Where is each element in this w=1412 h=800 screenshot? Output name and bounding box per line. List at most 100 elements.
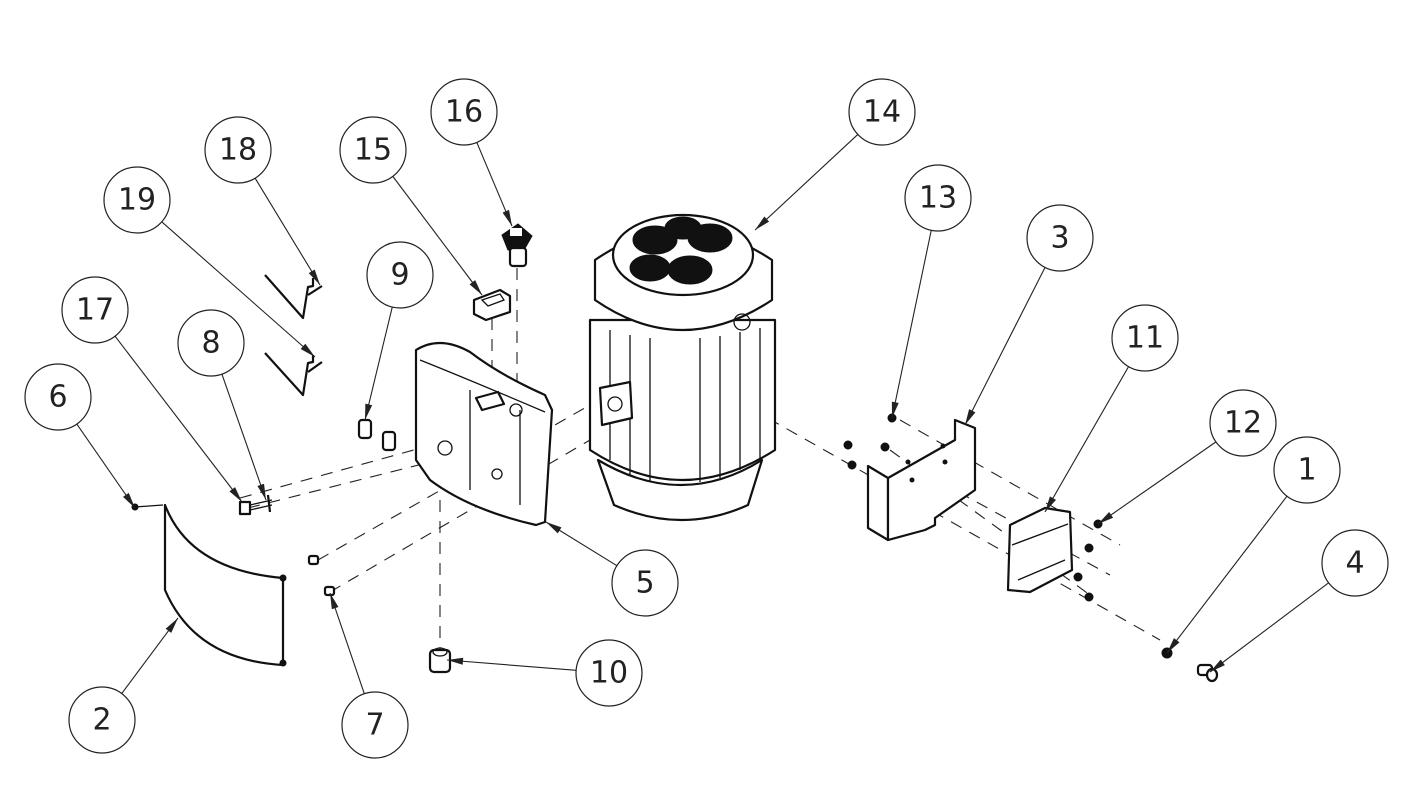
balloon-circle — [1321, 529, 1389, 597]
balloon-number: 19 — [118, 183, 156, 218]
leader-arrow-8 — [257, 483, 266, 500]
balloon-number: 14 — [863, 95, 901, 130]
leader-arrow-9 — [365, 403, 373, 420]
part-nuts — [1073, 519, 1103, 602]
part-terminal — [238, 494, 273, 516]
balloon-number: 12 — [1224, 406, 1262, 441]
balloon-circle — [430, 78, 498, 146]
balloon-circle — [103, 166, 171, 234]
balloon-13: 13 — [904, 164, 972, 232]
part-screws — [307, 554, 336, 597]
leader-line-13 — [891, 230, 932, 419]
balloon-number: 1 — [1297, 453, 1316, 488]
leader-line-9 — [364, 306, 393, 421]
balloon-15: 15 — [339, 116, 407, 184]
balloon-2: 2 — [68, 686, 136, 754]
balloon-number: 3 — [1050, 221, 1069, 256]
part-switch-enclosure — [414, 341, 554, 527]
part-bolt — [1196, 663, 1219, 683]
part-cover-plate — [163, 503, 287, 667]
leader-arrow-6 — [123, 492, 135, 508]
part-small-screw — [131, 503, 164, 511]
balloon-circle — [339, 116, 407, 184]
leader-arrow-19 — [300, 343, 315, 357]
balloon-circle — [904, 164, 972, 232]
leader-line-18 — [254, 177, 321, 286]
leader-arrow-3 — [965, 409, 976, 425]
balloon-circle — [575, 639, 643, 707]
leader-arrow-15 — [469, 280, 482, 295]
balloon-number: 6 — [48, 380, 67, 415]
balloon-circle — [1111, 304, 1179, 372]
balloon-number: 16 — [445, 95, 483, 130]
leader-arrow-18 — [308, 269, 320, 285]
leader-line-17 — [114, 335, 243, 503]
balloon-circle — [61, 276, 129, 344]
part-push-button — [501, 223, 533, 268]
leader-arrow-2 — [165, 618, 178, 633]
balloon-number: 13 — [919, 181, 957, 216]
leader-arrow-7 — [330, 593, 339, 610]
balloon-circle — [341, 691, 409, 759]
balloon-number: 15 — [354, 133, 392, 168]
leader-arrow-11 — [1045, 496, 1057, 512]
balloon-circle — [1026, 204, 1094, 272]
leader-line-1 — [1166, 495, 1288, 654]
part-bracket-screws — [843, 413, 897, 470]
balloon-9: 9 — [366, 241, 434, 309]
balloon-circle — [24, 363, 92, 431]
part-wire-leads — [264, 274, 323, 397]
leader-line-4 — [1209, 582, 1329, 673]
leader-line-12 — [1097, 441, 1217, 525]
leader-arrow-16 — [502, 209, 512, 226]
balloon-11: 11 — [1111, 304, 1179, 372]
balloon-circle — [68, 686, 136, 754]
balloon-number: 11 — [1126, 321, 1164, 356]
balloon-6: 6 — [24, 363, 92, 431]
balloon-5: 5 — [611, 549, 679, 617]
balloon-circle — [366, 241, 434, 309]
leader-arrow-10 — [447, 657, 464, 665]
leader-line-15 — [392, 176, 483, 296]
balloon-circle — [611, 549, 679, 617]
balloon-circle — [177, 309, 245, 377]
balloon-number: 2 — [92, 703, 111, 738]
balloon-number: 8 — [201, 326, 220, 361]
leader-line-8 — [221, 373, 267, 501]
leader-arrow-5 — [546, 522, 562, 534]
leader-line-11 — [1044, 366, 1130, 513]
balloon-3: 3 — [1026, 204, 1094, 272]
leader-line-14 — [754, 134, 859, 231]
balloon-17: 17 — [61, 276, 129, 344]
balloon-8: 8 — [177, 309, 245, 377]
balloon-19: 19 — [103, 166, 171, 234]
leader-line-10 — [446, 659, 577, 671]
balloon-12: 12 — [1209, 389, 1277, 457]
leader-arrow-14 — [755, 216, 770, 230]
leader-line-19 — [161, 221, 316, 358]
balloon-14: 14 — [848, 78, 916, 146]
part-cable-gland — [428, 647, 452, 674]
part-motor — [588, 213, 777, 522]
leader-line-6 — [76, 423, 136, 509]
balloon-number: 4 — [1345, 546, 1364, 581]
balloon-number: 7 — [365, 708, 384, 743]
balloon-number: 18 — [219, 133, 257, 168]
balloon-number: 9 — [390, 258, 409, 293]
balloon-number: 17 — [76, 293, 114, 328]
balloon-circle — [848, 78, 916, 146]
fan-blades — [629, 216, 733, 285]
balloon-1: 1 — [1273, 436, 1341, 504]
leader-line-7 — [329, 592, 365, 694]
part-wire-connectors — [357, 418, 397, 452]
balloon-10: 10 — [575, 639, 643, 707]
leader-arrow-13 — [891, 401, 899, 418]
part-switch-cover — [472, 288, 512, 322]
leader-arrow-1 — [1167, 638, 1180, 653]
balloon-circle — [1209, 389, 1277, 457]
balloon-7: 7 — [341, 691, 409, 759]
balloon-16: 16 — [430, 78, 498, 146]
balloon-number: 5 — [635, 566, 654, 601]
